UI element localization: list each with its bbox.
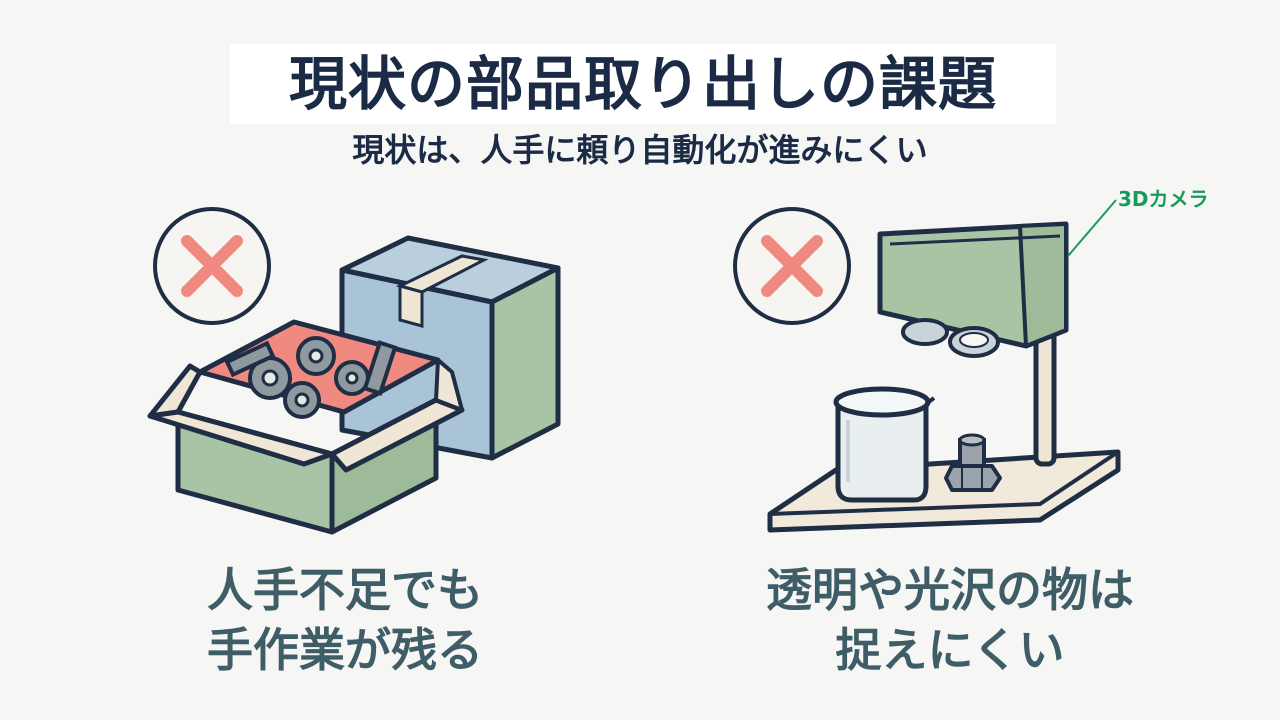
glass-beaker-icon — [833, 386, 936, 503]
page-title: 現状の部品取り出しの課題 — [230, 44, 1056, 124]
3d-camera-label: 3Dカメラ — [1118, 187, 1209, 211]
left-caption-line1: 人手不足でも — [207, 563, 483, 617]
page-subtitle: 現状は、人手に頼り自動化が進みにくい — [352, 131, 928, 169]
right-caption-line2: 捉えにくい — [835, 623, 1065, 677]
bolt-nut-icon — [944, 433, 1002, 492]
stand-pole-icon — [1033, 327, 1057, 467]
camera-callout-line — [1067, 199, 1117, 257]
right-cross-mark-icon — [733, 207, 851, 325]
left-cross-mark-icon — [153, 207, 271, 325]
left-caption-line2: 手作業が残る — [207, 623, 483, 677]
right-caption: 透明や光沢の物は 捉えにくい — [730, 560, 1170, 680]
3d-camera-icon — [877, 221, 1069, 358]
base-plate-icon — [767, 449, 1121, 533]
right-caption-line1: 透明や光沢の物は — [766, 563, 1134, 617]
left-caption: 人手不足でも 手作業が残る — [125, 560, 565, 680]
open-box-with-parts-icon — [147, 319, 465, 535]
